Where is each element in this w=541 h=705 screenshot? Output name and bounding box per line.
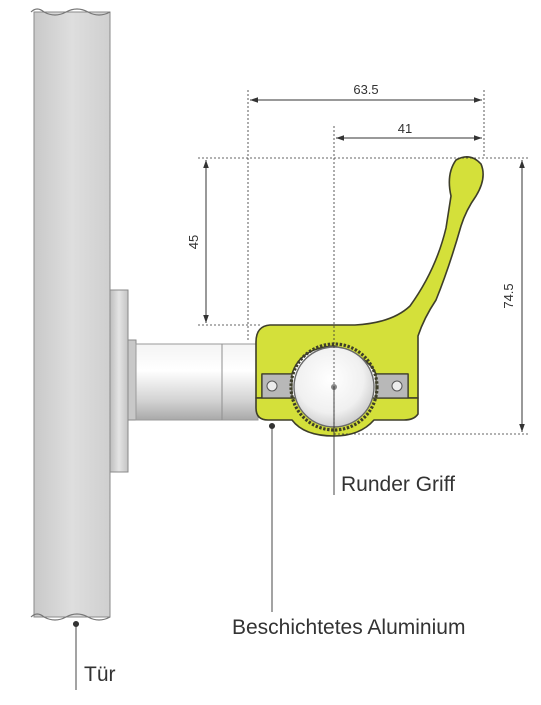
label-coated-aluminium: Beschichtetes Aluminium (232, 616, 465, 639)
dimension-lines (198, 90, 530, 435)
callout-leaders (72, 387, 335, 690)
dim-lever-height: 45 (186, 235, 201, 249)
rosette-plate (109, 289, 137, 473)
dim-total-width: 63.5 (353, 82, 378, 97)
dim-pivot-width: 41 (398, 121, 412, 136)
dim-total-height: 74.5 (501, 283, 516, 308)
label-door: Tür (84, 663, 116, 686)
door (30, 8, 111, 621)
handle-shaft (135, 343, 259, 421)
door-break-top (30, 8, 111, 16)
label-round-handle: Runder Griff (341, 473, 455, 496)
door-break-bottom (30, 613, 111, 621)
